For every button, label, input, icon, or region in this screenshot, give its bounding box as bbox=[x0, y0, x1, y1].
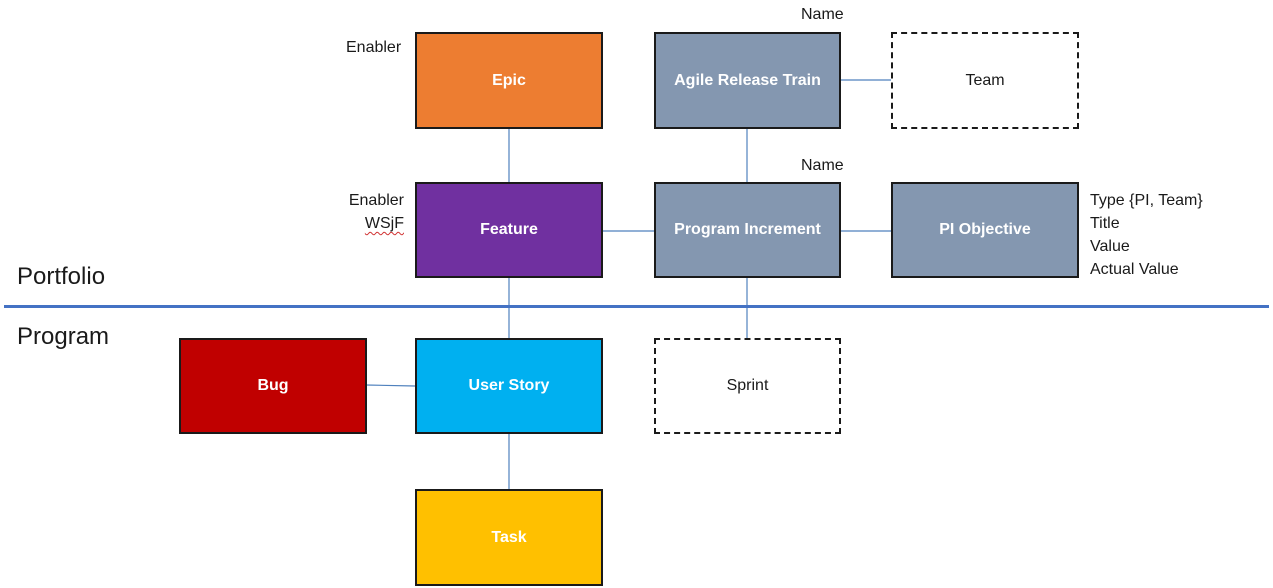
pi-objective-attributes: Type {PI, Team} Title Value Actual Value bbox=[1090, 189, 1203, 281]
pi-objective-attribute-actual-value: Actual Value bbox=[1090, 261, 1179, 278]
art-attribute-name: Name bbox=[801, 6, 844, 23]
epic-box: Epic bbox=[415, 32, 603, 129]
connector-bug-user-story bbox=[365, 384, 416, 387]
feature-attributes: Enabler WSjF bbox=[330, 189, 404, 235]
program-section-label: Program bbox=[17, 323, 110, 350]
agile-release-train-box: Agile Release Train bbox=[654, 32, 841, 129]
program-increment-box: Program Increment bbox=[654, 182, 841, 278]
feature-attribute-enabler: Enabler bbox=[348, 192, 404, 209]
user-story-box: User Story bbox=[415, 338, 603, 434]
task-box: Task bbox=[415, 489, 603, 586]
pi-objective-attribute-type: Type {PI, Team} bbox=[1090, 192, 1203, 209]
sprint-box: Sprint bbox=[654, 338, 841, 434]
portfolio-program-divider bbox=[4, 305, 1269, 308]
pi-objective-attribute-title: Title bbox=[1090, 215, 1120, 232]
pi-objective-box: PI Objective bbox=[891, 182, 1079, 278]
portfolio-section-label: Portfolio bbox=[17, 263, 106, 290]
pi-objective-attribute-value: Value bbox=[1090, 238, 1130, 255]
epic-attribute-enabler: Enabler bbox=[346, 39, 402, 56]
feature-attribute-wsjf: WSjF bbox=[364, 215, 404, 232]
feature-box: Feature bbox=[415, 182, 603, 278]
team-box: Team bbox=[891, 32, 1079, 129]
program-increment-attribute-name: Name bbox=[801, 157, 844, 174]
bug-box: Bug bbox=[179, 338, 367, 434]
